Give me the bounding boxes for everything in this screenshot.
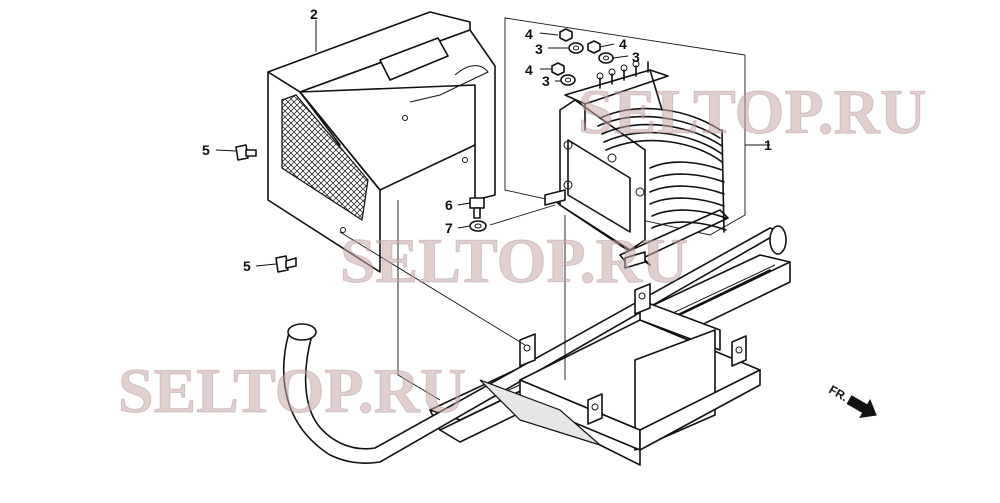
callout-6: 6 bbox=[445, 197, 453, 213]
callout-4-b: 4 bbox=[619, 36, 627, 52]
callout-3-c: 3 bbox=[542, 73, 550, 89]
watermark-bottom: SELTOP.RU bbox=[118, 355, 466, 426]
nut-2 bbox=[587, 40, 601, 54]
bolt-6 bbox=[469, 197, 485, 219]
callout-4-a: 4 bbox=[525, 26, 533, 42]
bolt-5-lower bbox=[275, 255, 297, 273]
washer-2 bbox=[598, 52, 614, 64]
callout-5-lower: 5 bbox=[243, 258, 251, 274]
callout-3-b: 3 bbox=[632, 49, 640, 65]
callout-4-c: 4 bbox=[525, 62, 533, 78]
transformer-part-1 bbox=[504, 17, 746, 269]
watermarks: SELTOP.RU SELTOP.RU SELTOP.RU bbox=[118, 76, 927, 427]
callout-1: 1 bbox=[764, 137, 772, 153]
callout-labels: 2 1 4 3 4 3 4 3 5 5 6 7 bbox=[202, 6, 772, 274]
callout-3-a: 3 bbox=[535, 41, 543, 57]
callout-2: 2 bbox=[310, 6, 318, 22]
front-direction-indicator: FR. bbox=[827, 382, 877, 419]
leader-lines bbox=[215, 20, 770, 267]
callout-7: 7 bbox=[445, 220, 453, 236]
coil-windings bbox=[597, 107, 727, 233]
bolt-5-upper bbox=[235, 144, 257, 161]
nut-3 bbox=[551, 62, 565, 76]
alignment-lines bbox=[339, 200, 566, 401]
direction-arrow-icon bbox=[846, 395, 877, 419]
nut-1 bbox=[559, 28, 573, 42]
watermark-top: SELTOP.RU bbox=[578, 76, 926, 147]
mounting-frame bbox=[282, 225, 791, 466]
cover-part-2 bbox=[267, 11, 496, 273]
direction-label: FR. bbox=[827, 382, 851, 404]
callout-5-upper: 5 bbox=[202, 142, 210, 158]
watermark-middle: SELTOP.RU bbox=[340, 225, 688, 296]
washer-1 bbox=[568, 42, 584, 54]
washer-3 bbox=[560, 74, 576, 86]
